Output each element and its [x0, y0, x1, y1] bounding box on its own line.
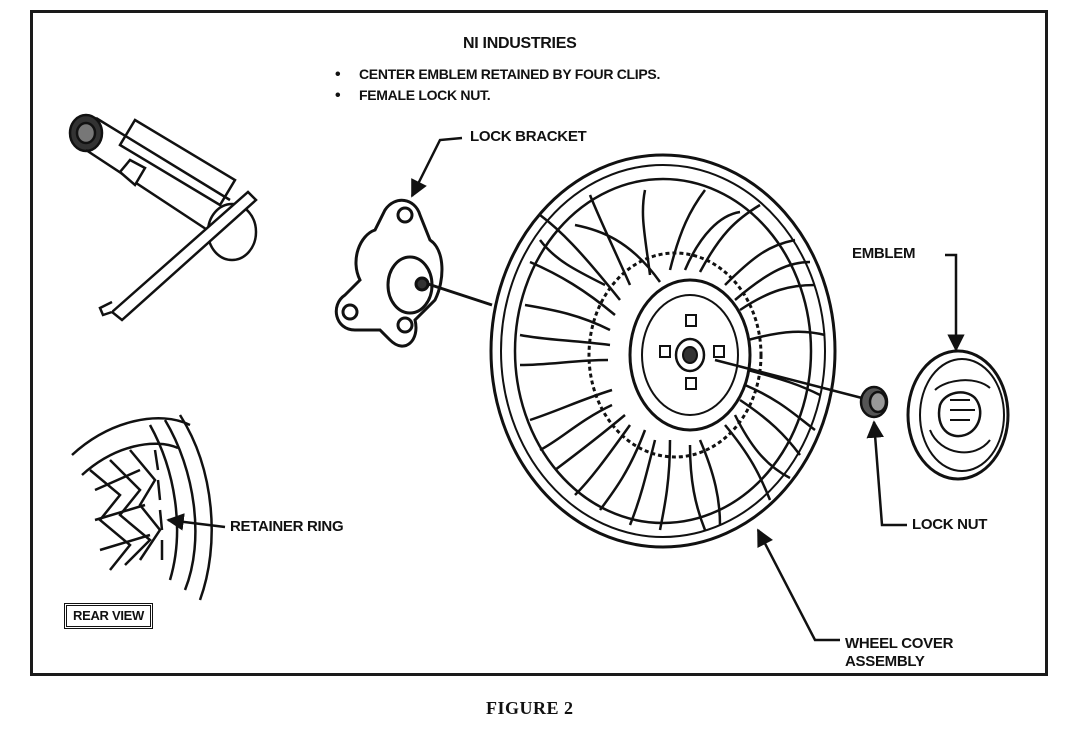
emblem: [906, 349, 1010, 481]
wheel-cover: [489, 153, 837, 549]
rear-view-detail: [71, 414, 213, 601]
rear-view-label: REAR VIEW: [64, 603, 153, 629]
leader-lines: [166, 136, 965, 642]
emblem-label: EMBLEM: [852, 245, 916, 262]
lock-bracket: [334, 199, 493, 348]
figure-frame: [30, 10, 1048, 676]
lock-bracket-label: LOCK BRACKET: [470, 128, 587, 145]
lock-nut: [714, 358, 889, 419]
lock-nut-label: LOCK NUT: [912, 516, 988, 533]
wheel-cover-label-line1: WHEEL COVER: [845, 635, 954, 652]
figure-title: NI INDUSTRIES: [463, 35, 577, 52]
wheel-cover-label-line2: ASSEMBLY: [845, 653, 925, 670]
feature-item: FEMALE LOCK NUT.: [335, 85, 660, 106]
retainer-ring-label: RETAINER RING: [230, 518, 344, 535]
figure-caption: FIGURE 2: [486, 698, 574, 718]
feature-list: CENTER EMBLEM RETAINED BY FOUR CLIPS. FE…: [335, 64, 660, 106]
lock-key-tool: [68, 113, 258, 322]
feature-item: CENTER EMBLEM RETAINED BY FOUR CLIPS.: [335, 64, 660, 85]
